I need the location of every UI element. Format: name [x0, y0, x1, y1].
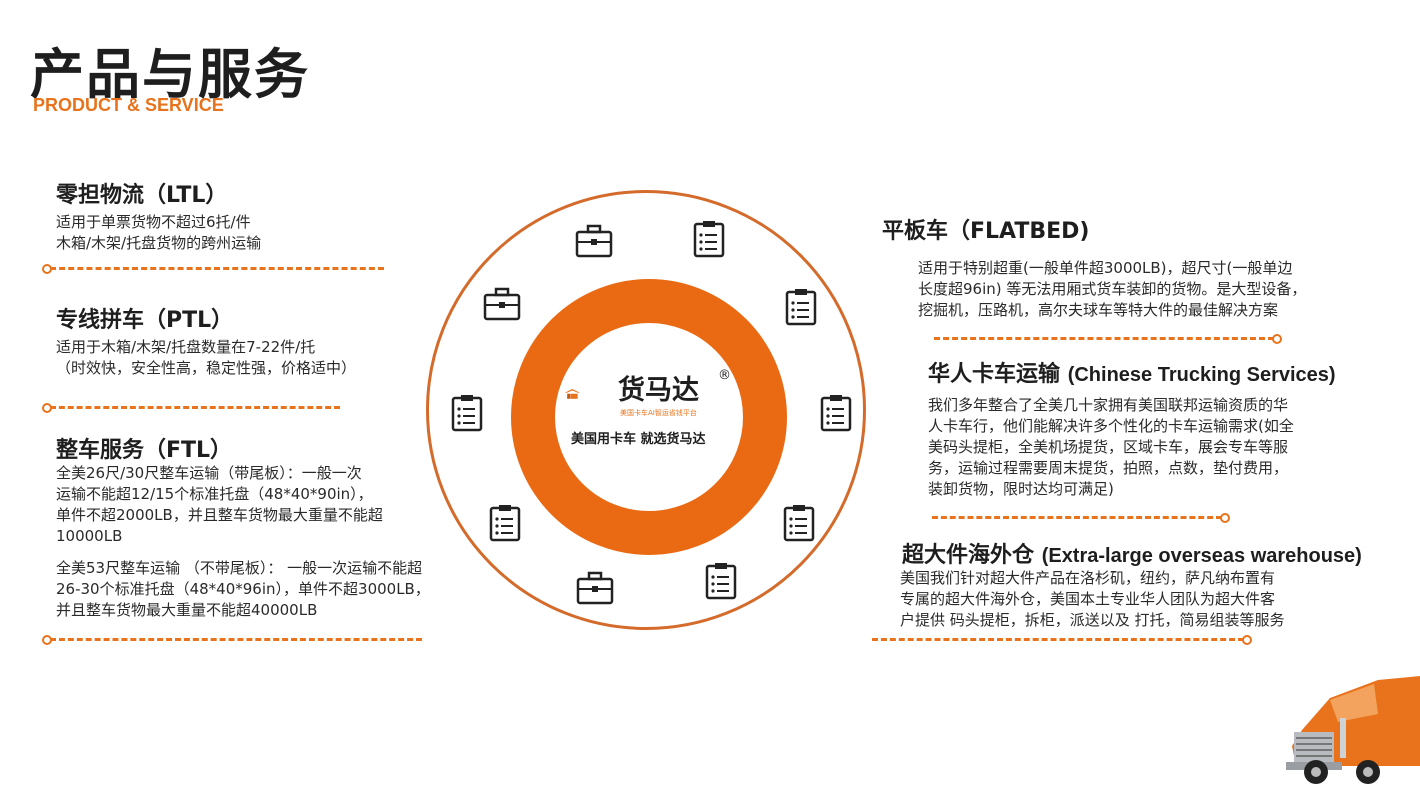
- page-subtitle: PRODUCT & SERVICE: [33, 95, 224, 115]
- truck-image: [1286, 676, 1420, 784]
- ftl-line: 单件不超2000LB，并且整车货物最大重量不能超: [56, 506, 383, 524]
- ftl-line: 并且整车货物最大重量不能超40000LB: [56, 601, 318, 619]
- page-title: 产品与服务: [30, 43, 310, 106]
- ptl-line: 适用于木箱/木架/托盘数量在7-22件/托: [56, 338, 316, 356]
- chinese-trucking-line: 装卸货物，限时达均可满足): [928, 480, 1114, 498]
- chinese-trucking-description: 我们多年整合了全美几十家拥有美国联邦运输资质的华 人卡车行，他们能解决许多个性化…: [928, 395, 1294, 500]
- ltl-description: 适用于单票货物不超过6托/件 木箱/木架/托盘货物的跨州运输: [56, 212, 261, 254]
- ptl-description: 适用于木箱/木架/托盘数量在7-22件/托 （时效快，安全性高，稳定性强，价格适…: [56, 337, 356, 379]
- briefcase-icon: [576, 571, 614, 605]
- clipboard-icon: [783, 505, 815, 542]
- logo-tagline: 美国卡车AI智运省钱平台: [620, 409, 697, 417]
- ptl-line: （时效快，安全性高，稳定性强，价格适中）: [56, 359, 357, 377]
- chinese-trucking-title: 华人卡车运输 (Chinese Trucking Services): [928, 356, 1336, 388]
- clipboard-icon: [785, 289, 817, 326]
- clipboard-icon: [705, 563, 737, 600]
- clipboard-icon: [693, 221, 725, 258]
- ltl-line: 木箱/木架/托盘货物的跨州运输: [56, 234, 262, 252]
- clipboard-icon: [489, 505, 521, 542]
- warehouse-title-cn: 超大件海外仓: [902, 543, 1035, 568]
- ltl-title: 零担物流（LTL）: [56, 183, 228, 208]
- chinese-trucking-line: 务，运输过程需要周末提货，拍照，点数，垫付费用，: [928, 459, 1289, 477]
- ptl-divider: [42, 403, 348, 413]
- flatbed-description: 适用于特别超重(一般单件超3000LB)，超尺寸(一般单边 长度超96in) 等…: [918, 258, 1306, 321]
- ftl-title: 整车服务（FTL）: [56, 438, 233, 463]
- clipboard-icon: [820, 395, 852, 432]
- divider-dot: [1242, 635, 1252, 645]
- warehouse-description: 美国我们针对超大件产品在洛杉矶，纽约，萨凡纳布置有 专属的超大件海外仓，美国本土…: [900, 568, 1285, 631]
- center-slogan: 美国用卡车 就选货马达: [571, 432, 706, 447]
- ftl-description-1: 全美26尺/30尺整车运输（带尾板）：一般一次 运输不能超12/15个标准托盘（…: [56, 463, 383, 547]
- ftl-divider: [42, 635, 430, 645]
- warehouse-title-en: (Extra-large overseas warehouse): [1041, 545, 1362, 567]
- chinese-trucking-divider: [924, 513, 1230, 523]
- warehouse-line: 美国我们针对超大件产品在洛杉矶，纽约，萨凡纳布置有: [900, 569, 1276, 587]
- ftl-line: 26-30个标准托盘（48*40*96in），单件不超3000LB，: [56, 580, 430, 598]
- briefcase-icon: [575, 224, 613, 258]
- chinese-trucking-title-cn: 华人卡车运输: [928, 362, 1061, 387]
- flatbed-title: 平板车（FLATBED): [882, 219, 1090, 244]
- ftl-line: 10000LB: [56, 527, 123, 545]
- outer-ring: [426, 190, 866, 630]
- ftl-line: 运输不能超12/15个标准托盘（48*40*90in），: [56, 485, 373, 503]
- chinese-trucking-line: 美码头提柜，全美机场提货，区域卡车，展会专车等服: [928, 438, 1289, 456]
- ltl-line: 适用于单票货物不超过6托/件: [56, 213, 251, 231]
- chinese-trucking-line: 人卡车行，他们能解决许多个性化的卡车运输需求(如全: [928, 417, 1294, 435]
- clipboard-icon: [451, 395, 483, 432]
- warehouse-title: 超大件海外仓 (Extra-large overseas warehouse): [902, 537, 1362, 569]
- chinese-trucking-line: 我们多年整合了全美几十家拥有美国联邦运输资质的华: [928, 396, 1289, 414]
- ptl-title: 专线拼车（PTL）: [56, 308, 234, 333]
- logo-name: 货马达: [618, 375, 699, 406]
- flatbed-line: 挖掘机，压路机，高尔夫球车等特大件的最佳解决方案: [918, 301, 1279, 319]
- warehouse-divider: [864, 635, 1252, 645]
- ftl-line: 全美53尺整车运输 （不带尾板）： 一般一次运输不能超: [56, 559, 423, 577]
- chinese-trucking-title-en: (Chinese Trucking Services): [1067, 364, 1336, 386]
- warehouse-line: 专属的超大件海外仓，美国本土专业华人团队为超大件客: [900, 590, 1276, 608]
- logo-registered: ®: [718, 368, 731, 383]
- flatbed-divider: [926, 334, 1282, 344]
- divider-dot: [1220, 513, 1230, 523]
- flatbed-line: 长度超96in) 等无法用厢式货车装卸的货物。是大型设备，: [918, 280, 1307, 298]
- logo-house-icon: [564, 388, 580, 399]
- briefcase-icon: [483, 287, 521, 321]
- ltl-divider: [42, 264, 392, 274]
- warehouse-line: 户提供 码头提柜，拆柜，派送以及 打托，简易组装等服务: [900, 611, 1285, 629]
- divider-dot: [1272, 334, 1282, 344]
- ftl-line: 全美26尺/30尺整车运输（带尾板）：一般一次: [56, 464, 362, 482]
- flatbed-line: 适用于特别超重(一般单件超3000LB)，超尺寸(一般单边: [918, 259, 1293, 277]
- ftl-description-2: 全美53尺整车运输 （不带尾板）： 一般一次运输不能超 26-30个标准托盘（4…: [56, 558, 430, 621]
